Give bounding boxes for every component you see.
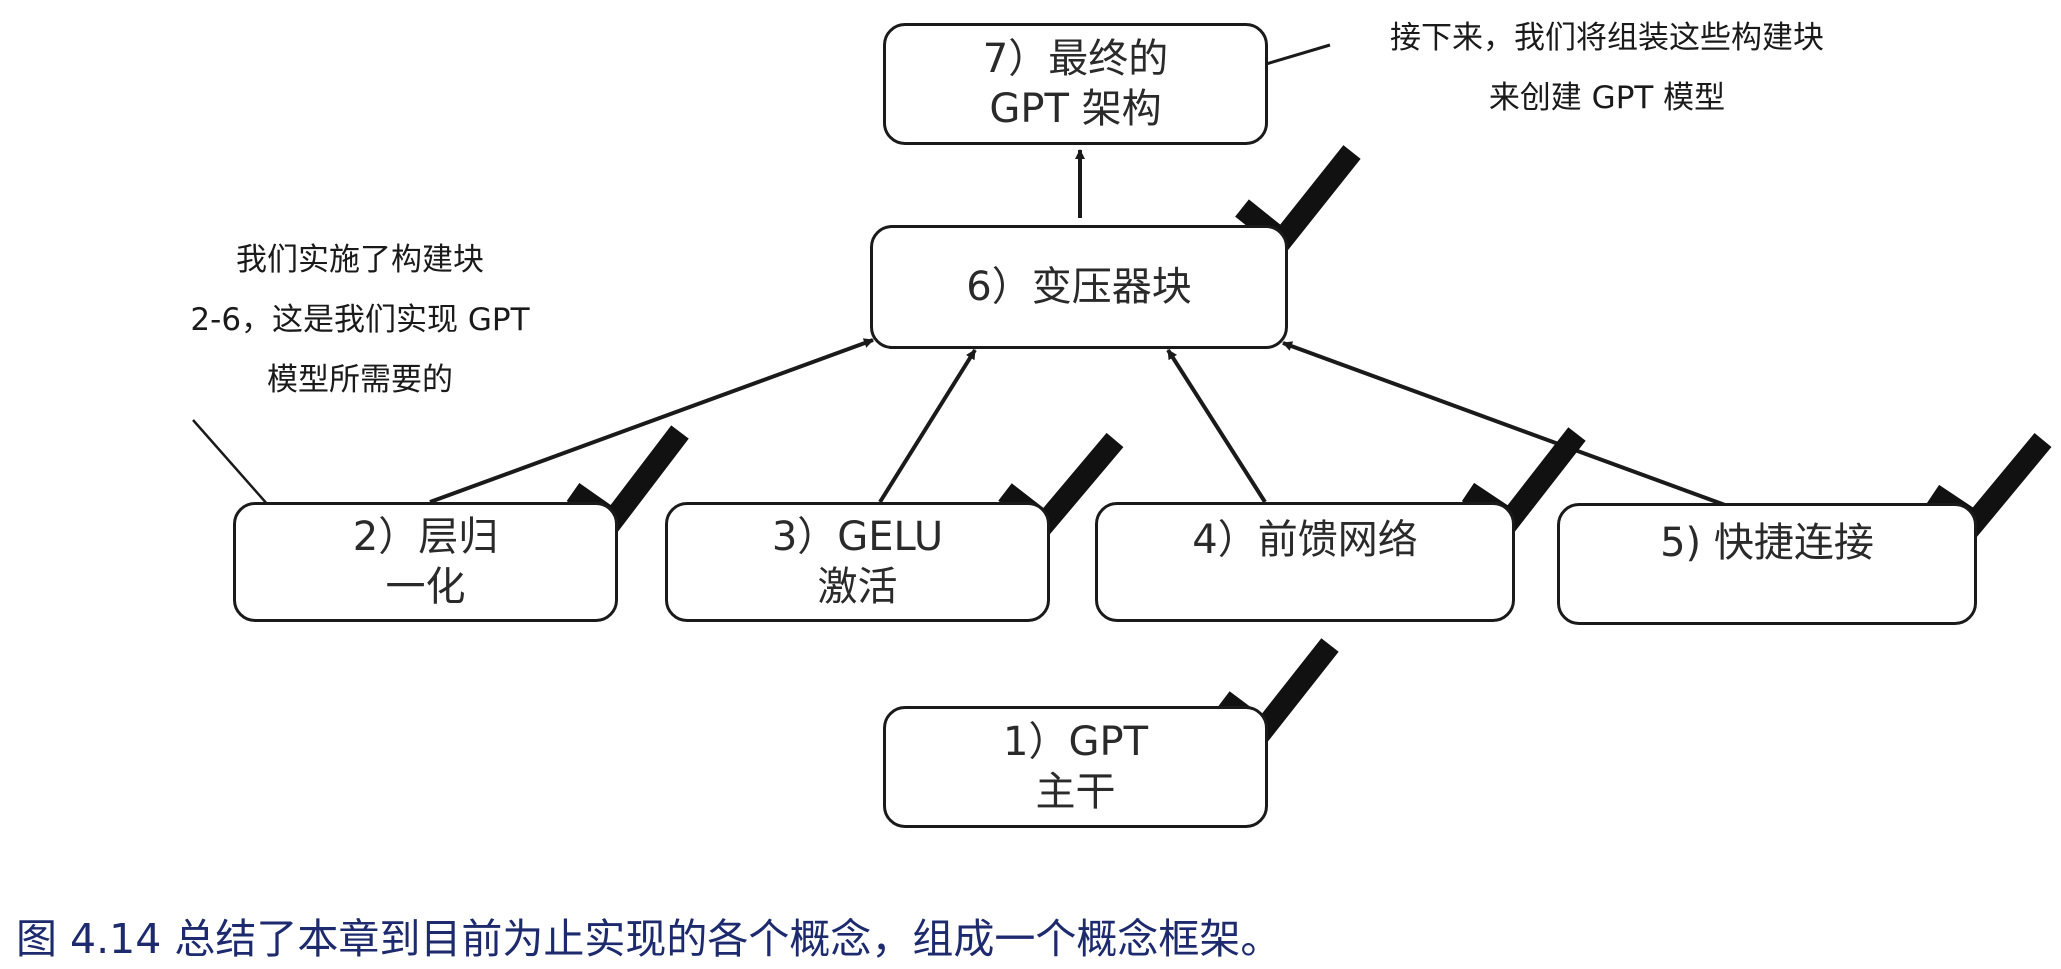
arrow-shortcut-to-transformer (1282, 341, 1726, 507)
box-shortcut-connections: 5) 快捷连接 (1557, 503, 1977, 625)
box-final-gpt-architecture: 7）最终的 GPT 架构 (883, 23, 1268, 145)
box-transformer-block: 6）变压器块 (870, 225, 1288, 349)
annotation-next-step: 接下来，我们将组装这些构建块 来创建 GPT 模型 (1372, 8, 1842, 128)
annotation-implemented: 我们实施了构建块 2-6，这是我们实现 GPT 模型所需要的 (165, 230, 555, 410)
box-label: 5) 快捷连接 (1660, 520, 1874, 566)
annotation-line: 2-6，这是我们实现 GPT (190, 302, 530, 338)
box-label: 4）前馈网络 (1192, 517, 1418, 563)
arrow-feedforward-to-transformer (1166, 348, 1267, 504)
box-label: 2）层归 (352, 514, 499, 560)
box-label: 6）变压器块 (966, 264, 1192, 310)
annotation-line: 接下来，我们将组装这些构建块 (1390, 20, 1824, 56)
box-gelu-activation: 3）GELU 激活 (665, 502, 1050, 622)
arrow-gelu-to-transformer (878, 348, 977, 504)
box-gpt-backbone: 1）GPT 主干 (883, 706, 1268, 828)
box-label: 7）最终的 (982, 36, 1169, 82)
box-feed-forward: 4）前馈网络 (1095, 502, 1515, 622)
annotation-line: 来创建 GPT 模型 (1488, 80, 1726, 116)
box-label: 一化 (385, 564, 466, 610)
box-label: 激活 (817, 564, 898, 610)
annotation-line: 模型所需要的 (267, 362, 453, 398)
box-layer-norm: 2）层归 一化 (233, 502, 618, 622)
arrow-layernorm-to-transformer (429, 338, 874, 504)
box-label: 主干 (1035, 769, 1116, 815)
box-label: 1）GPT (1003, 719, 1148, 765)
figure-caption: 图 4.14 总结了本章到目前为止实现的各个概念，组成一个概念框架。 (16, 915, 1282, 963)
annotation-line: 我们实施了构建块 (236, 242, 484, 278)
box-label: 3）GELU (771, 514, 944, 560)
box-label: GPT 架构 (989, 86, 1162, 132)
